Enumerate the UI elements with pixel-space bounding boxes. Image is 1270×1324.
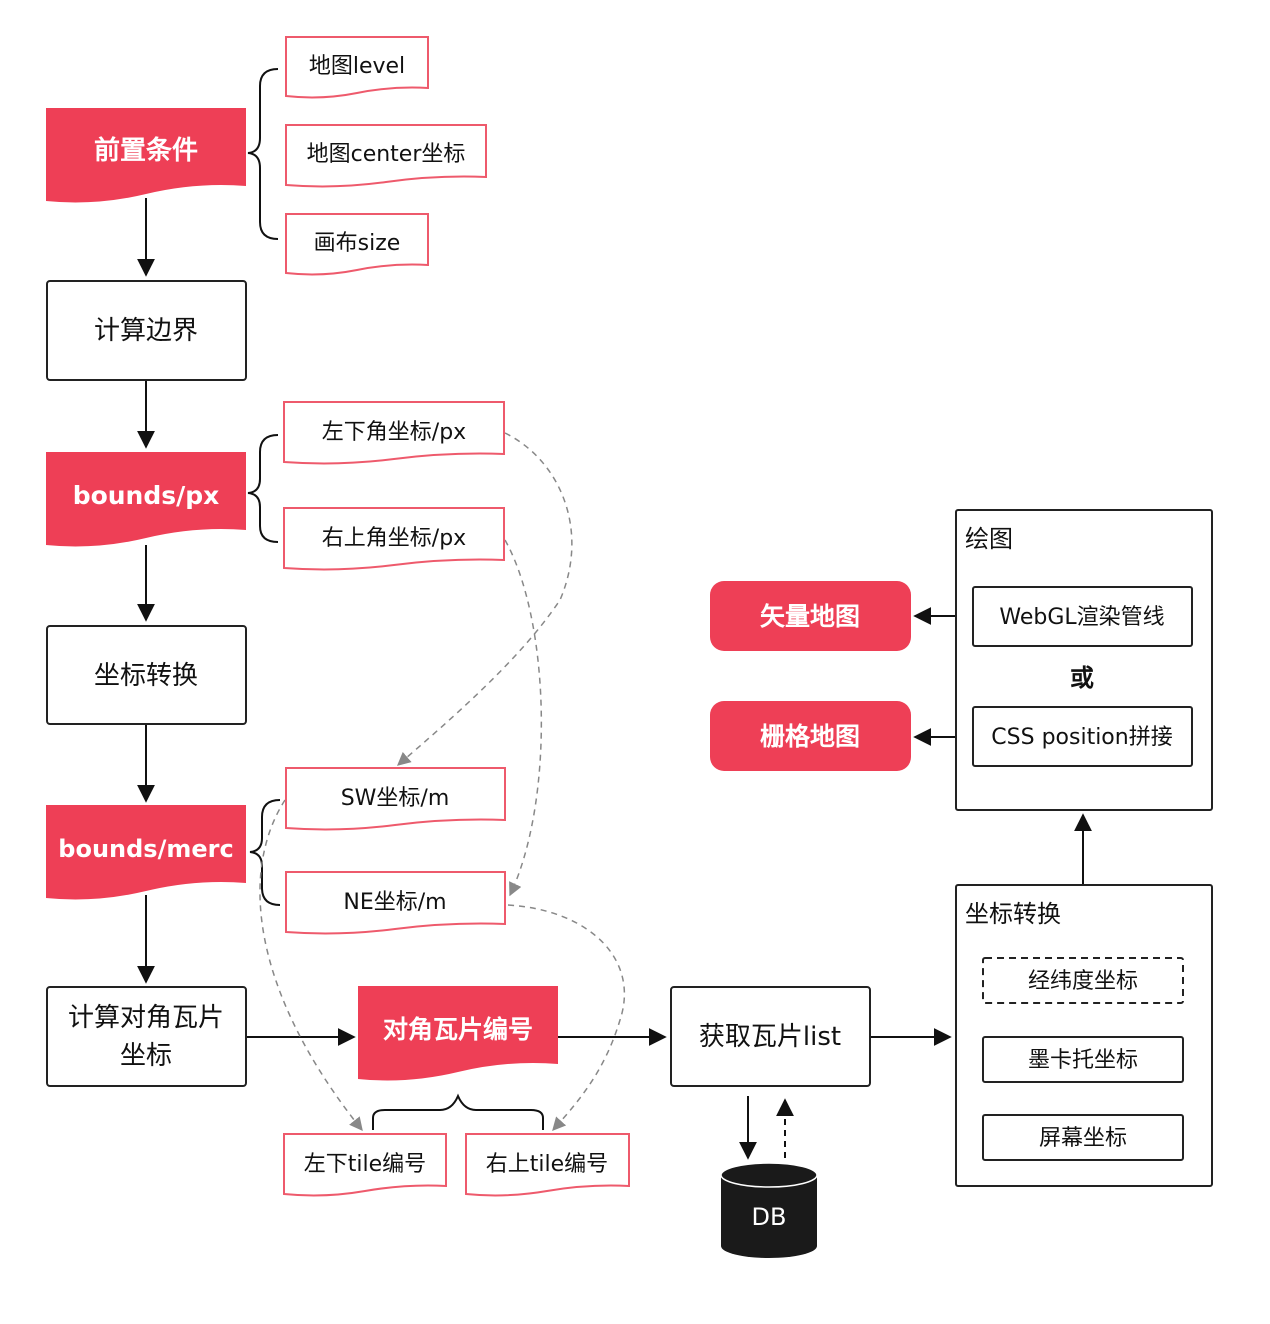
diag-tile-node: 对角瓦片编号 xyxy=(358,986,558,1081)
draw-panel-title: 绘图 xyxy=(965,525,1013,553)
bl-tile-label: 左下tile编号 xyxy=(304,1152,426,1177)
map-level-node: 地图level xyxy=(285,36,429,99)
fetch-tiles-node: 获取瓦片list xyxy=(670,986,871,1087)
db-node: DB xyxy=(720,1162,818,1258)
or-label: 或 xyxy=(1070,664,1094,692)
map-level-label: 地图level xyxy=(309,54,405,79)
screen-box xyxy=(982,1114,1184,1161)
vector-map-label: 矢量地图 xyxy=(760,602,860,631)
braces xyxy=(247,68,544,1130)
bounds-merc-node: bounds/merc xyxy=(46,805,246,900)
brace-precondition xyxy=(247,68,279,240)
webgl-label: WebGL渲染管线 xyxy=(999,605,1164,630)
curve-top-right-px-to-ne xyxy=(504,539,543,897)
coord-transform-label: 坐标转换 xyxy=(94,661,198,691)
mercator-box xyxy=(982,1036,1184,1083)
sw-m-label: SW坐标/m xyxy=(341,786,450,811)
raster-map-label: 栅格地图 xyxy=(760,722,860,751)
raster-map-node: 栅格地图 xyxy=(710,701,911,771)
bounds-merc-label: bounds/merc xyxy=(58,835,233,863)
bottom-left-px-label: 左下角坐标/px xyxy=(322,420,466,445)
sw-m-node: SW坐标/m xyxy=(285,767,506,831)
calc-bounds-node: 计算边界 xyxy=(46,280,247,381)
css-pos-label: CSS position拼接 xyxy=(991,725,1172,750)
curve-sw-to-bl-tile xyxy=(259,799,363,1132)
curve-ne-to-tr-tile xyxy=(507,904,626,1132)
calc-diag-label-line2: 坐标 xyxy=(120,1041,172,1071)
fetch-tiles-label: 获取瓦片list xyxy=(699,1022,841,1052)
connectors xyxy=(137,198,1092,1160)
dashed-curves xyxy=(259,432,626,1132)
curve-bottom-left-px-to-sw xyxy=(396,432,573,766)
webgl-box xyxy=(972,586,1193,647)
draw-panel: 绘图 WebGL渲染管线 或 CSS position拼接 xyxy=(955,509,1213,811)
mercator-label: 墨卡托坐标 xyxy=(1028,1048,1138,1073)
brace-bounds-px xyxy=(247,434,279,543)
bounds-px-node: bounds/px xyxy=(46,452,246,547)
db-label: DB xyxy=(752,1203,787,1231)
bottom-left-px-node: 左下角坐标/px xyxy=(283,401,505,465)
map-center-node: 地图center坐标 xyxy=(285,124,487,188)
top-right-px-label: 右上角坐标/px xyxy=(322,526,466,551)
diag-tile-label: 对角瓦片编号 xyxy=(383,1015,533,1044)
transform-panel: 坐标转换 经纬度坐标 墨卡托坐标 屏幕坐标 xyxy=(955,884,1213,1187)
calc-diag-label-line1: 计算对角瓦片 xyxy=(68,1003,224,1033)
precondition-label: 前置条件 xyxy=(94,135,198,166)
map-center-label: 地图center坐标 xyxy=(307,142,466,167)
canvas-size-node: 画布size xyxy=(285,213,429,276)
bl-tile-node: 左下tile编号 xyxy=(283,1133,447,1197)
screen-label: 屏幕坐标 xyxy=(1039,1126,1127,1151)
bounds-px-label: bounds/px xyxy=(73,481,220,510)
vector-map-node: 矢量地图 xyxy=(710,581,911,651)
brace-bounds-merc xyxy=(249,799,281,906)
precondition-node: 前置条件 xyxy=(46,108,246,203)
ne-m-node: NE坐标/m xyxy=(285,871,506,935)
top-right-px-node: 右上角坐标/px xyxy=(283,507,505,571)
latlng-label: 经纬度坐标 xyxy=(1028,969,1138,994)
tr-tile-node: 右上tile编号 xyxy=(465,1133,630,1197)
coord-transform-node: 坐标转换 xyxy=(46,625,247,725)
brace-tiles xyxy=(372,1093,544,1130)
tr-tile-label: 右上tile编号 xyxy=(486,1152,608,1177)
calc-diag-node: 计算对角瓦片 坐标 xyxy=(46,986,247,1087)
ne-m-label: NE坐标/m xyxy=(343,890,446,915)
calc-bounds-label: 计算边界 xyxy=(94,316,198,346)
css-pos-box xyxy=(972,706,1193,767)
transform-panel-title: 坐标转换 xyxy=(965,900,1061,928)
latlng-box xyxy=(982,957,1184,1004)
canvas-size-label: 画布size xyxy=(314,231,401,256)
